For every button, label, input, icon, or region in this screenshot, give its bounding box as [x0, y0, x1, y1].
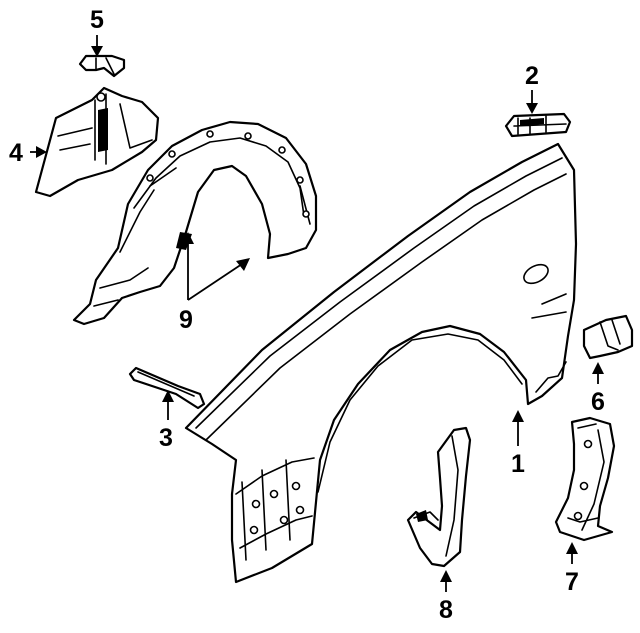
callout-3: 3 — [159, 424, 173, 452]
fender-part-1[interactable] — [184, 142, 578, 584]
callout-5: 5 — [90, 6, 104, 34]
brace-part-3[interactable] — [128, 366, 206, 410]
splash-shield-part-4[interactable] — [34, 86, 160, 198]
callout-labels: 5 4 2 9 3 1 6 7 8 — [9, 6, 605, 624]
callout-6: 6 — [591, 388, 605, 416]
callout-8: 8 — [439, 596, 453, 624]
callout-1: 1 — [511, 450, 525, 478]
mud-guard-part-7[interactable] — [554, 416, 616, 542]
side-marker-part-6[interactable] — [582, 314, 634, 360]
leader-lines — [30, 35, 604, 592]
callout-4: 4 — [9, 139, 23, 167]
callout-9: 9 — [179, 306, 193, 334]
callout-7: 7 — [565, 568, 579, 596]
clip-part-5[interactable] — [78, 54, 126, 78]
bracket-part-2[interactable] — [504, 112, 572, 138]
mud-flap-part-8[interactable] — [406, 426, 472, 568]
callout-2: 2 — [525, 62, 539, 90]
